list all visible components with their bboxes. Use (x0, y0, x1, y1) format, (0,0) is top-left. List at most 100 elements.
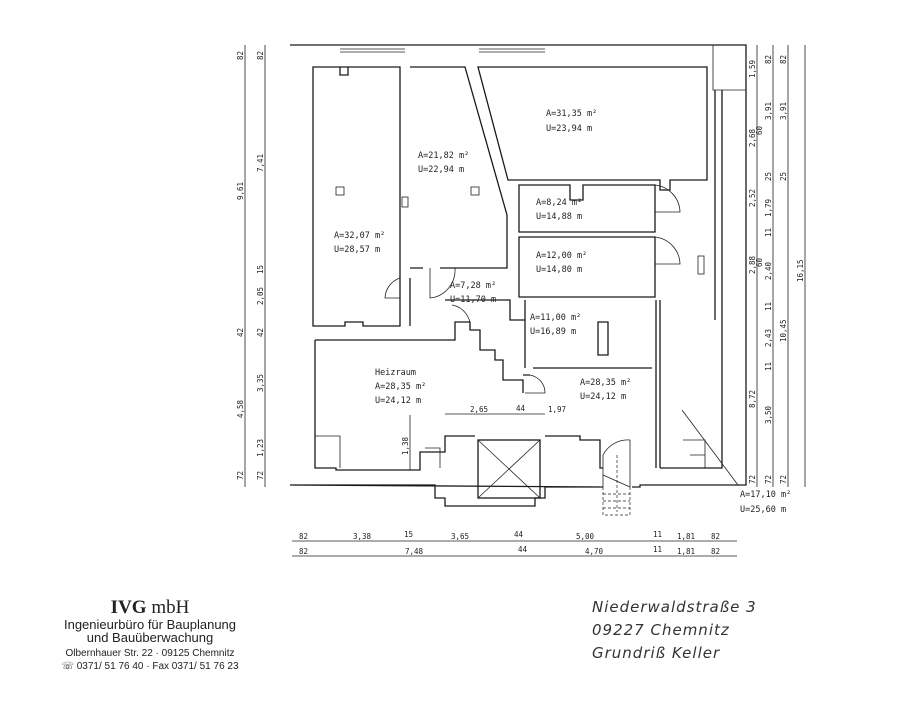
dim-label: 11 (764, 362, 773, 371)
elevator-shaft (477, 439, 541, 499)
dim-label: 60 (755, 257, 764, 267)
company-stamp: IVG mbH Ingenieurbüro für Bauplanung und… (40, 598, 260, 673)
room-name: Heizraum (375, 368, 416, 378)
dim-label: 72 (779, 475, 788, 484)
dim-label: 11 (764, 228, 773, 237)
dim-label: 72 (764, 475, 773, 484)
dim-label: 2,05 (256, 287, 265, 305)
top-windows (340, 45, 746, 91)
dim-label: 1,38 (401, 436, 410, 455)
room-area: A=8,24 m² (536, 198, 582, 208)
company-line-2: und Bauüberwachung (86, 630, 214, 645)
dim-label: 7,48 (405, 547, 424, 556)
dim-label: 2,65 (470, 405, 488, 414)
dim-label: 72 (236, 471, 245, 480)
dim-label: 5,00 (576, 532, 595, 541)
leader-line (681, 409, 739, 486)
dim-label: 1,59 (748, 60, 757, 78)
room-perimeter: U=14,88 m (536, 212, 582, 222)
room-area: A=28,35 m² (375, 382, 426, 392)
dim-label: 82 (299, 547, 308, 556)
dim-label: 25 (779, 172, 788, 181)
dim-label: 4,70 (585, 547, 604, 556)
pillar (697, 255, 705, 275)
company-name: IVG mbH (110, 597, 190, 618)
outer-wall (289, 44, 747, 507)
stove (315, 435, 706, 468)
dim-label: 7,41 (256, 154, 265, 172)
dim-label: 44 (514, 530, 524, 539)
dim-label: 1,97 (548, 405, 566, 414)
room-perimeter: U=11,70 m (450, 295, 496, 305)
dim-label: 60 (755, 125, 764, 135)
room-5-walls (518, 236, 656, 298)
room-perimeter: U=22,94 m (418, 165, 464, 175)
pillar (401, 196, 409, 208)
dim-label: 9,61 (236, 182, 245, 200)
left-inner-chain: 82 7,41 15 2,05 42 3,35 1,23 72 (256, 51, 265, 480)
company-address: Olbernhauer Str. 22 · 09125 Chemnitz (65, 648, 235, 659)
dim-label: 2,43 (764, 329, 773, 347)
project-city: 09227 Chemnitz (592, 621, 730, 639)
dim-label: 3,38 (353, 532, 372, 541)
dim-label: 2,52 (748, 189, 757, 207)
room-area: A=11,00 m² (530, 313, 581, 323)
dim-label: 1,79 (764, 199, 773, 217)
dim-label: 42 (256, 328, 265, 337)
corridor-walls (409, 90, 723, 469)
pillar (470, 186, 480, 196)
dim-label: 42 (236, 328, 245, 337)
right-chain-3: 82 3,91 25 10,45 72 (779, 55, 788, 484)
dim-label: 3,91 (779, 102, 788, 120)
room-area: A=31,35 m² (546, 109, 597, 119)
dim-label: 15 (256, 265, 265, 274)
dim-label: 44 (518, 545, 528, 554)
dim-label: 2,68 (748, 128, 757, 147)
right-dimension-lines (756, 45, 806, 487)
drawing-title: Grundriß Keller (592, 644, 721, 662)
dim-label: 1,81 (677, 547, 695, 556)
right-chain-4: 16,15 (796, 259, 805, 282)
dim-label: 72 (748, 475, 757, 484)
room-perimeter: U=24,12 m (580, 392, 626, 402)
dim-label: 82 (236, 51, 245, 60)
dim-label: 15 (404, 530, 413, 539)
dim-label: 3,91 (764, 102, 773, 120)
dim-label: 11 (653, 545, 662, 554)
dim-label: 3,50 (764, 405, 773, 424)
company-phone: ☏ 0371/ 51 76 40 · Fax 0371/ 51 76 23 (61, 661, 239, 672)
pillar (335, 186, 345, 196)
dim-label: 82 (764, 55, 773, 64)
dim-label: 82 (256, 51, 265, 60)
room-perimeter: U=14,80 m (536, 265, 582, 275)
dim-label: 82 (779, 55, 788, 64)
dim-label: 82 (711, 547, 720, 556)
stair-break-line (602, 474, 631, 488)
dim-label: 1,81 (677, 532, 695, 541)
room-3-walls (477, 66, 708, 191)
right-chain-1: 1,59 2,68 2,52 2,88 8,72 72 (748, 60, 757, 484)
dim-label: 82 (711, 532, 720, 541)
dim-label: 2,40 (764, 261, 773, 280)
dim-label: 3,35 (256, 374, 265, 392)
bottom-dimension-lines (292, 540, 737, 557)
dim-label: 4,58 (236, 399, 245, 418)
room-area: A=12,00 m² (536, 251, 587, 261)
dim-label: 1,23 (256, 439, 265, 457)
dim-label: 11 (653, 530, 662, 539)
inner-dimension-lines (409, 413, 545, 470)
dim-label: 72 (256, 471, 265, 480)
dim-label: 16,15 (796, 259, 805, 282)
dim-label: 8,72 (748, 390, 757, 408)
room-2-walls (410, 66, 508, 269)
room-area: A=21,82 m² (418, 151, 469, 161)
bottom-chain-1: 82 3,38 15 3,65 44 5,00 11 1,81 82 (299, 530, 720, 541)
room-area: A=7,28 m² (450, 281, 496, 291)
room-area: A=32,07 m² (334, 231, 385, 241)
room-perimeter: U=24,12 m (375, 396, 421, 406)
staircase (602, 439, 631, 487)
dim-label: 10,45 (779, 319, 788, 342)
dim-label: 25 (764, 172, 773, 181)
staircase-lower (602, 455, 631, 516)
